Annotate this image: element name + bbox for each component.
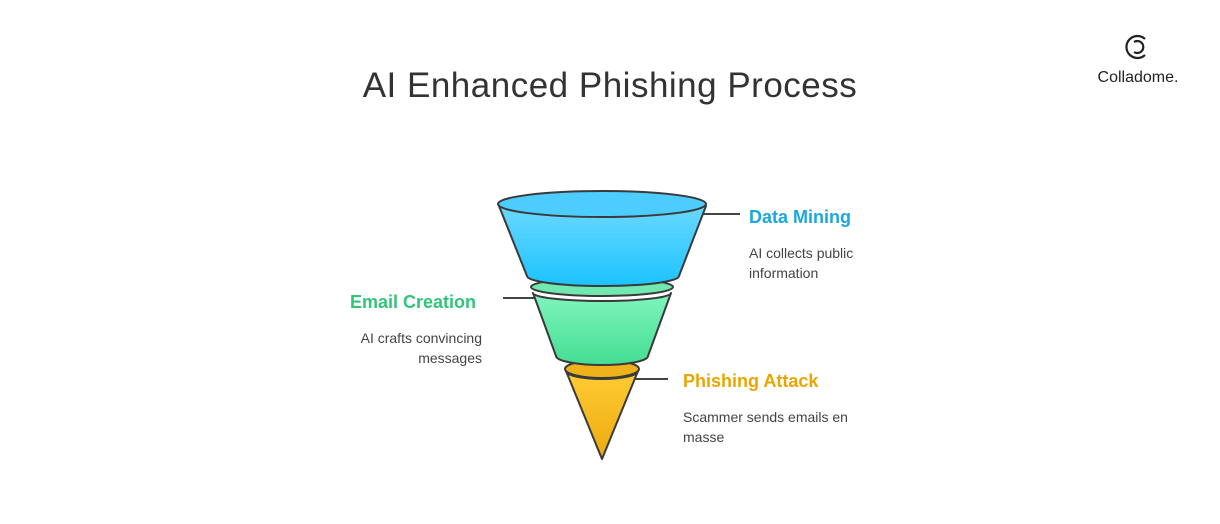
stage-label-data-mining: Data Mining (749, 207, 851, 227)
funnel-stage-yellow (564, 359, 640, 460)
stage-label-phishing-attack: Phishing Attack (683, 371, 819, 391)
funnel-stage-blue (497, 190, 707, 287)
stage-label-email-creation: Email Creation (349, 292, 476, 312)
logo-icon (1125, 34, 1146, 60)
logo-text: Colladome. (1097, 69, 1179, 86)
colladome-logo: Colladome. (1088, 32, 1188, 87)
stage-desc-email-creation: AI crafts convincing messages (360, 330, 482, 366)
stage-desc-data-mining: AI collects public information (749, 245, 854, 281)
funnel-stage-green (530, 277, 674, 366)
stage-desc-phishing-attack: Scammer sends emails en masse (683, 409, 848, 445)
page-title: AI Enhanced Phishing Process (362, 66, 858, 105)
